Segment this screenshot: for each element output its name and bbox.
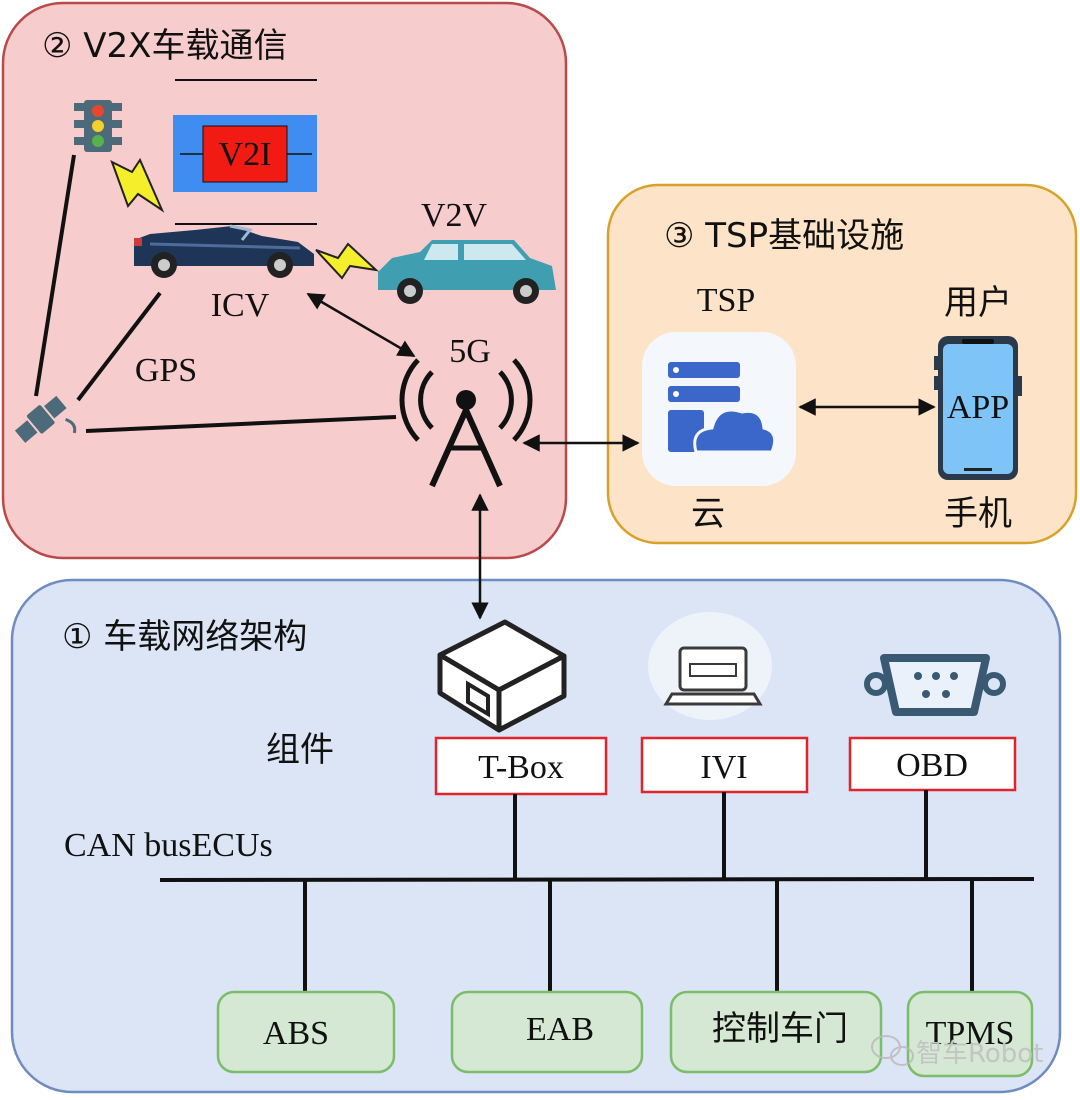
icv-to-satellite-line xyxy=(76,291,162,402)
tsp-section-title: ③ TSP基础设施 xyxy=(664,216,904,256)
component-box-tbox xyxy=(434,736,608,796)
traffic-light-to-satellite-line xyxy=(34,154,76,397)
can-bus-line xyxy=(159,877,1035,882)
5g-label: 5G xyxy=(449,333,491,370)
component-label-obd: OBD xyxy=(896,747,968,784)
gps-label: GPS xyxy=(135,352,197,389)
tbox-device-icon xyxy=(437,619,567,733)
ecu-box-tpms xyxy=(906,990,1034,1078)
satellite-to-tower-line xyxy=(85,415,397,433)
network-section-title: ① 车载网络架构 xyxy=(62,617,307,657)
ecu-label-eab: EAB xyxy=(526,1011,594,1048)
v2x-section-title: ② V2X车载通信 xyxy=(42,26,287,66)
ecu-label-door: 控制车门 xyxy=(712,1009,848,1049)
laptop-icon xyxy=(648,612,772,720)
app-label: APP xyxy=(947,389,1009,426)
cloud-server-icon xyxy=(642,332,796,486)
watermark-text: 智车Robot xyxy=(916,1039,1043,1069)
cell-tower-icon xyxy=(399,358,533,488)
component-box-ivi xyxy=(640,736,809,794)
components-label: 组件 xyxy=(266,730,334,770)
lightning-icon xyxy=(110,157,165,213)
traffic-light-icon xyxy=(74,100,122,152)
network-section-box xyxy=(10,578,1062,1094)
phone-label: 手机 xyxy=(944,494,1012,534)
tsp-label: TSP xyxy=(697,282,756,319)
v2i-label: V2I xyxy=(219,136,272,173)
icv-car-icon xyxy=(134,224,314,278)
obd-connector-icon xyxy=(864,654,1006,716)
v2i-badge xyxy=(202,125,288,183)
icv-label: ICV xyxy=(211,287,270,324)
user-label: 用户 xyxy=(944,283,1012,323)
component-box-obd xyxy=(848,736,1017,792)
ecu-label-abs: ABS xyxy=(263,1015,329,1052)
v2v-label: V2V xyxy=(421,197,488,234)
component-label-tbox: T-Box xyxy=(478,749,564,786)
ecu-box-door xyxy=(669,990,883,1074)
ecu-box-abs xyxy=(216,990,396,1074)
ecu-box-eab xyxy=(450,990,644,1074)
lightning-icon xyxy=(315,242,380,280)
wechat-icon xyxy=(871,1035,914,1066)
phone-icon xyxy=(934,336,1022,480)
satellite-icon xyxy=(14,395,77,443)
icv-5g-arrow xyxy=(306,292,416,358)
ecu-label-tpms: TPMS xyxy=(926,1015,1015,1052)
component-label-ivi: IVI xyxy=(700,749,747,786)
can-bus-label: CAN busECUs xyxy=(64,827,273,864)
cloud-label: 云 xyxy=(691,494,725,534)
